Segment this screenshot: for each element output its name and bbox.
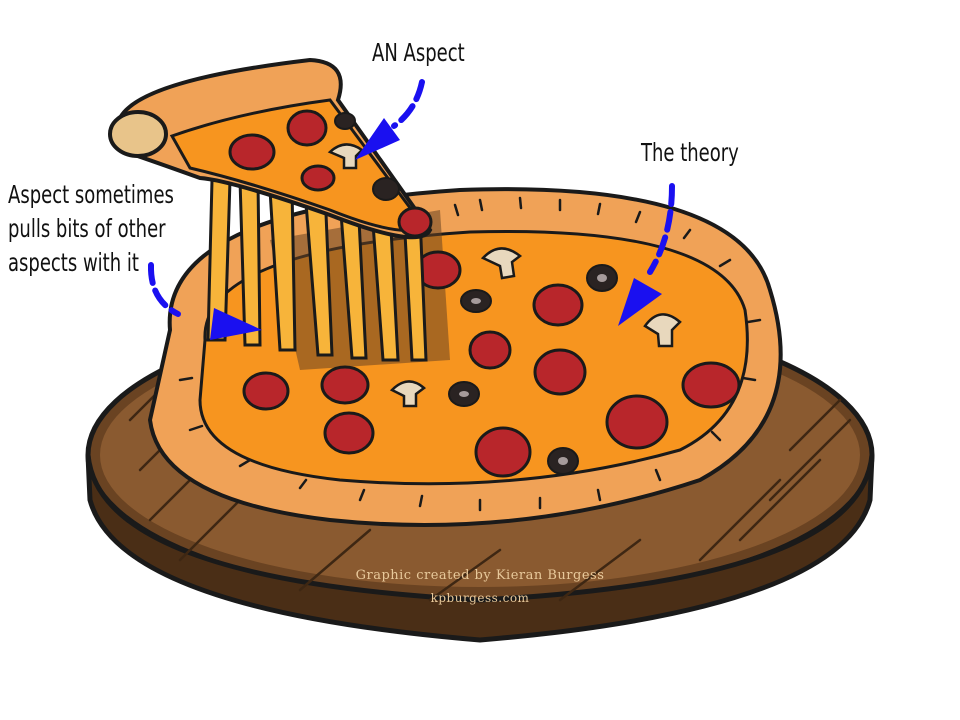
toppings — [242, 247, 741, 478]
pepperoni — [242, 371, 290, 411]
pepperoni — [474, 426, 532, 478]
label-the-theory: The theory — [641, 138, 739, 167]
mushroom — [389, 380, 426, 408]
label-pulls-line-2: pulls bits of other — [8, 214, 166, 243]
label-pulls-line-3: aspects with it — [8, 248, 139, 277]
pepperoni — [323, 411, 375, 455]
pepperoni — [681, 361, 741, 409]
arrow-the-theory — [618, 183, 675, 326]
arrow-pulls-bits — [147, 262, 262, 340]
label-an-aspect: AN Aspect — [372, 38, 465, 67]
arrow-an-aspect — [355, 79, 425, 160]
mushroom — [480, 247, 523, 280]
pepperoni — [468, 330, 512, 370]
pepperoni — [320, 365, 370, 405]
pepperoni — [532, 283, 584, 327]
cheese-strings — [206, 178, 428, 362]
mushroom — [643, 313, 682, 348]
label-pulls-line-1: Aspect sometimes — [8, 180, 174, 209]
credit-line: Graphic created by Kieran Burgess — [355, 568, 605, 583]
pepperoni — [605, 394, 669, 450]
lifted-slice — [108, 57, 433, 240]
label-pulls-bits: Aspect sometimes pulls bits of other asp… — [8, 178, 174, 280]
credit-url: kpburgess.com — [430, 591, 530, 605]
pepperoni — [533, 348, 587, 396]
